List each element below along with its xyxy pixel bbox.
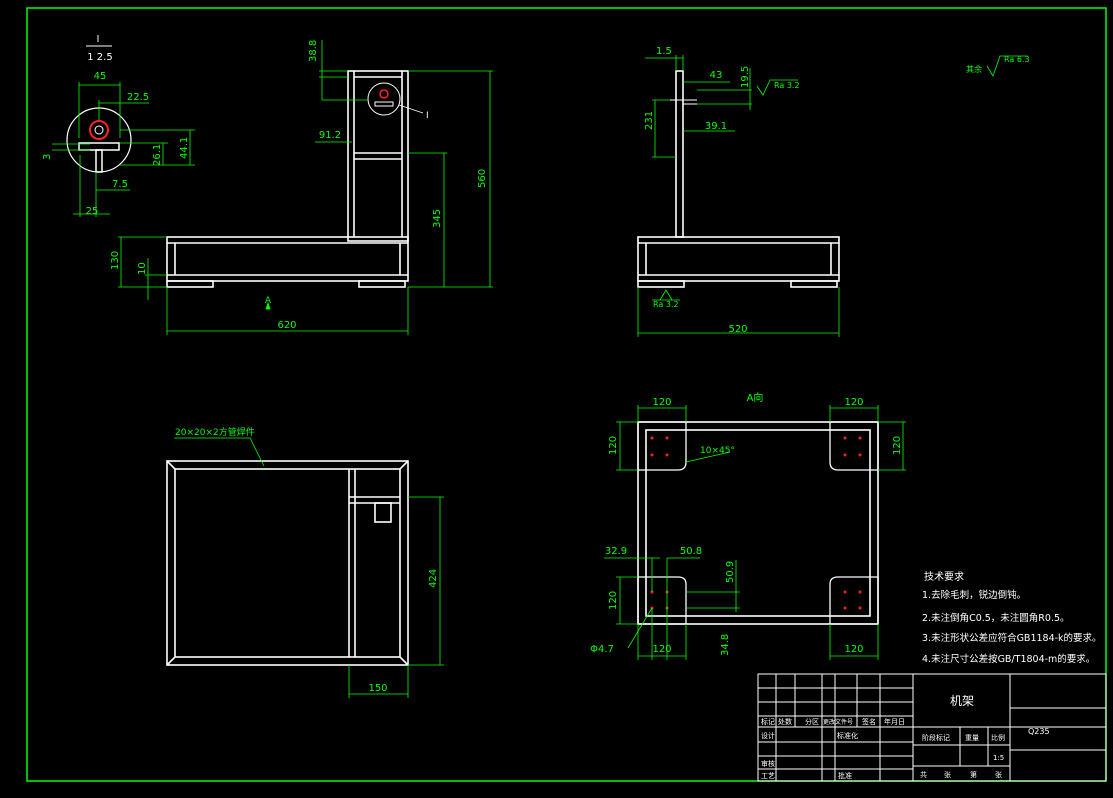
dim-32-9: 32.9 bbox=[605, 546, 627, 557]
tb-sheets-total: 共 bbox=[920, 770, 927, 779]
dim-120-left-top: 120 bbox=[608, 436, 619, 455]
tb-scale-value: 1:5 bbox=[993, 754, 1004, 762]
dim-150: 150 bbox=[368, 683, 387, 694]
dim-1-5: 1.5 bbox=[656, 46, 672, 57]
tb-scale-label: 比例 bbox=[991, 733, 1005, 742]
chamfer-callout: 10×45° bbox=[700, 446, 735, 456]
tb-change-doc: 更改文件号 bbox=[823, 718, 853, 726]
dim-120-top-left: 120 bbox=[652, 397, 671, 408]
title-block-grid bbox=[757, 673, 1107, 782]
roughness-ra-3-2-top: Ra 3.2 bbox=[774, 81, 800, 90]
view-a bbox=[637, 421, 879, 625]
dim-38-8: 38.8 bbox=[308, 40, 319, 62]
dim-120-right-top: 120 bbox=[892, 436, 903, 455]
tb-sheet-word-1: 张 bbox=[944, 770, 951, 779]
dim-130: 130 bbox=[110, 251, 121, 270]
tb-count: 处数 bbox=[778, 717, 792, 726]
dim-45: 45 bbox=[94, 71, 107, 82]
view-arrow-a: A bbox=[265, 296, 272, 306]
detail-hole bbox=[89, 120, 109, 140]
tb-review: 审核 bbox=[761, 759, 775, 768]
dim-345: 345 bbox=[432, 209, 443, 228]
dim-560: 560 bbox=[477, 169, 488, 188]
note-1: 1.去除毛刺，锐边倒钝。 bbox=[922, 589, 1026, 601]
tb-sheet-word-2: 张 bbox=[995, 770, 1002, 779]
tb-process: 工艺 bbox=[761, 772, 775, 780]
material-callout: 20×20×2方管焊件 bbox=[175, 426, 255, 438]
top-view-dims bbox=[174, 437, 444, 698]
tb-date: 年月日 bbox=[884, 717, 905, 726]
detail-scale: 1 2.5 bbox=[87, 52, 112, 63]
surface-finish-label: 其余 bbox=[966, 64, 982, 74]
dim-120-bottom-left: 120 bbox=[652, 644, 671, 655]
note-3: 3.未注形状公差应符合GB1184-k的要求。 bbox=[922, 632, 1102, 644]
tb-stage-mark: 阶段标记 bbox=[922, 733, 950, 742]
dim-25: 25 bbox=[86, 206, 99, 217]
tb-sheet-index: 第 bbox=[970, 770, 977, 779]
surface-finish-symbol bbox=[986, 55, 1028, 77]
surface-finish-value: Ra 6.3 bbox=[1004, 55, 1030, 64]
dim-424: 424 bbox=[428, 569, 439, 588]
tb-sign: 签名 bbox=[862, 717, 876, 726]
side-view bbox=[637, 70, 840, 288]
dim-44-1: 44.1 bbox=[179, 137, 190, 159]
dim-43: 43 bbox=[710, 70, 723, 81]
dim-50-8: 50.8 bbox=[680, 546, 702, 557]
dim-7-5: 7.5 bbox=[112, 179, 128, 190]
dim-10: 10 bbox=[137, 262, 148, 275]
dim-phi-4-7: Φ4.7 bbox=[590, 644, 614, 655]
drawing-frame bbox=[26, 7, 1107, 782]
dim-120-left-bottom: 120 bbox=[608, 591, 619, 610]
title-block-text: 标记 处数 分区 更改文件号 签名 年月日 设计 标准化 审核 工艺 批准 阶段… bbox=[761, 717, 1005, 780]
dim-620: 620 bbox=[277, 320, 296, 331]
tb-approve: 批准 bbox=[838, 771, 852, 780]
view-a-dims bbox=[604, 405, 906, 660]
tb-weight: 重量 bbox=[965, 734, 979, 742]
note-4: 4.未注尺寸公差按GB/T1804-m的要求。 bbox=[922, 653, 1095, 665]
detail-i-view: I 1 2.5 45 22.5 3 26.1 44.1 7.5 25 bbox=[42, 34, 195, 217]
note-2: 2.未注倒角C0.5，未注圆角R0.5。 bbox=[922, 612, 1070, 624]
dim-50-9: 50.9 bbox=[725, 561, 736, 583]
part-name: 机架 bbox=[950, 694, 974, 708]
tb-standardize: 标准化 bbox=[837, 731, 858, 740]
dim-19-5: 19.5 bbox=[740, 66, 751, 88]
dim-22-5: 22.5 bbox=[127, 92, 149, 103]
tb-zone: 分区 bbox=[805, 717, 819, 726]
material-spec: Q235 bbox=[1028, 727, 1050, 736]
dim-231: 231 bbox=[644, 111, 655, 130]
top-view bbox=[166, 460, 409, 666]
tb-mark: 标记 bbox=[761, 717, 775, 726]
dim-26-1: 26.1 bbox=[152, 144, 163, 166]
dim-3: 3 bbox=[42, 154, 53, 160]
dim-39-1: 39.1 bbox=[705, 121, 727, 132]
dim-34-8: 34.8 bbox=[720, 634, 731, 656]
detail-letter: I bbox=[97, 34, 100, 45]
dim-120-bottom-right: 120 bbox=[844, 644, 863, 655]
dim-520: 520 bbox=[728, 324, 747, 335]
dim-91-2: 91.2 bbox=[319, 130, 341, 141]
tb-designer: 设计 bbox=[761, 731, 775, 740]
detail-ref-i: I bbox=[426, 111, 429, 121]
dim-120-top-right: 120 bbox=[844, 397, 863, 408]
side-view-dims bbox=[637, 55, 840, 337]
roughness-ra-3-2-bottom: Ra 3.2 bbox=[653, 300, 679, 309]
front-view-dims bbox=[118, 40, 493, 335]
notes-title: 技术要求 bbox=[924, 570, 964, 583]
view-a-title: A向 bbox=[747, 391, 764, 404]
front-view bbox=[166, 70, 424, 288]
